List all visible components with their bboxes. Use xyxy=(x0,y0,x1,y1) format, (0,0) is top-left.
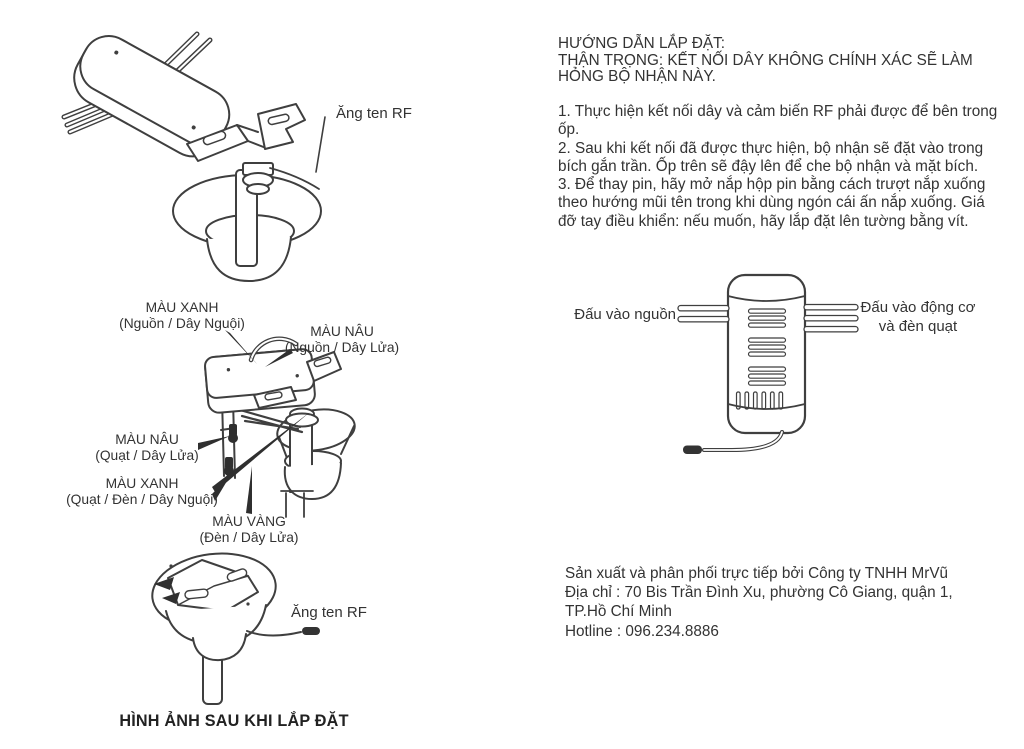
antenna-tip xyxy=(683,445,702,454)
receiver-output-label: Đấu vào động cơ và đèn quạt xyxy=(848,299,988,336)
manufacturer-line: Sản xuất và phân phối trực tiếp bởi Công… xyxy=(565,565,949,582)
wire-label-detail: (Nguồn / Dây Nguội) xyxy=(119,315,245,331)
wire-label-name: MÀU XANH xyxy=(105,476,179,491)
input-wires xyxy=(678,306,729,322)
antenna-tip xyxy=(302,627,320,635)
wire-label-name: MÀU XANH xyxy=(145,300,219,315)
vent-slats xyxy=(749,309,786,385)
canopy-bowl xyxy=(275,405,358,471)
canopy-cup xyxy=(193,634,246,660)
step-line: ốp. xyxy=(558,121,580,139)
wire-label-detail: (Quạt / Đèn / Dây Nguội) xyxy=(66,491,218,507)
manufacturer-line: Hotline : 096.234.8886 xyxy=(565,622,719,640)
mounting-bracket xyxy=(187,104,305,161)
manufacturer-line: Địa chỉ : 70 Bis Trần Đình Xu, phường Cô… xyxy=(565,584,953,602)
instructions-heading: HƯỚNG DẪN LẮP ĐẶT: THẬN TRỌNG: KẾT NỐI D… xyxy=(558,35,1024,86)
top-wire-loop-inner xyxy=(251,339,296,360)
receiver-body xyxy=(728,275,805,433)
wire-label-name: MÀU NÂU xyxy=(115,432,179,447)
antenna-wire xyxy=(704,432,782,450)
receiver-unit-diagram xyxy=(670,268,870,454)
wire-label-brown-power: MÀU NÂU (Nguồn / Dây Lửa) xyxy=(262,324,422,355)
manufacturer-line: TP.Hồ Chí Minh xyxy=(565,603,672,621)
step-line: bích gắn trần. Ốp trên sẽ đậy lên để che… xyxy=(558,157,979,175)
downrod-lower xyxy=(281,491,313,517)
mounting-hub xyxy=(286,409,318,427)
receiver-bottom-seam xyxy=(728,404,805,409)
label-leader-wedges xyxy=(198,330,310,514)
receiver-top-seam xyxy=(728,296,805,301)
antenna-wire-inner xyxy=(704,432,782,450)
receiver-output-label-line2: và đèn quạt xyxy=(878,317,958,335)
wire-label-yellow-light: MÀU VÀNG (Đèn / Dây Lửa) xyxy=(169,514,329,545)
vent-bars xyxy=(737,392,783,409)
installed-view-caption: HÌNH ẢNH SAU KHI LẮP ĐẶT xyxy=(119,712,349,730)
bracket-plate xyxy=(154,560,258,616)
heading-line: HỎNG BỘ NHẬN NÀY. xyxy=(558,68,716,86)
output-wires xyxy=(804,305,858,332)
receiver-input-label: Đấu vào nguồn xyxy=(574,306,676,323)
step-line: theo hướng mũi tên trong khi dùng ngón c… xyxy=(558,194,985,212)
wire-label-detail: (Quạt / Dây Lửa) xyxy=(95,447,199,463)
step-line: đỡ tay điều khiển: nếu muốn, hãy lắp đặt… xyxy=(558,212,969,230)
antenna-wire xyxy=(247,631,301,636)
wire-label-detail: (Nguồn / Dây Lửa) xyxy=(284,339,400,355)
wire-label-blue-power: MÀU XANH (Nguồn / Dây Nguội) xyxy=(102,300,262,331)
canopy-cup xyxy=(285,463,341,499)
heading-line: THẬN TRỌNG: KẾT NỐI DÂY KHÔNG CHÍNH XÁC … xyxy=(558,51,973,69)
antenna-label-bottom: Ăng ten RF xyxy=(291,604,367,621)
step-line: 2. Sau khi kết nối đã được thực hiện, bộ… xyxy=(558,139,984,157)
antenna-leader-line xyxy=(316,117,325,172)
rf-receiver-box xyxy=(64,27,238,167)
manufacturer-info: Sản xuất và phân phối trực tiếp bởi Công… xyxy=(565,564,1024,641)
wire-label-name: MÀU VÀNG xyxy=(212,514,286,529)
step-line: 1. Thực hiện kết nối dây và cảm biến RF … xyxy=(558,103,998,120)
support-channel xyxy=(221,358,235,478)
wiring-diagram xyxy=(198,330,410,530)
antenna-wire xyxy=(270,168,319,189)
wire-label-blue-fan-light: MÀU XANH (Quạt / Đèn / Dây Nguội) xyxy=(47,476,237,507)
mounting-bracket xyxy=(254,352,341,408)
antenna-label-top: Ăng ten RF xyxy=(336,105,412,122)
wire-label-detail: (Đèn / Dây Lửa) xyxy=(199,529,299,545)
exploded-view-diagram xyxy=(40,20,450,292)
mounting-hub xyxy=(243,163,273,194)
heading-line: HƯỚNG DẪN LẮP ĐẶT: xyxy=(558,35,726,52)
installed-view-diagram xyxy=(130,548,320,720)
step-line: 3. Để thay pin, hãy mở nắp hộp pin bằng … xyxy=(558,176,986,194)
instructions-steps: 1. Thực hiện kết nối dây và cảm biến RF … xyxy=(558,103,1024,231)
wire-label-name: MÀU NÂU xyxy=(310,324,374,339)
receiver-output-label-line1: Đấu vào động cơ xyxy=(860,299,976,316)
wire-harness xyxy=(240,410,302,432)
wire-label-brown-fan: MÀU NÂU (Quạt / Dây Lửa) xyxy=(67,432,227,463)
